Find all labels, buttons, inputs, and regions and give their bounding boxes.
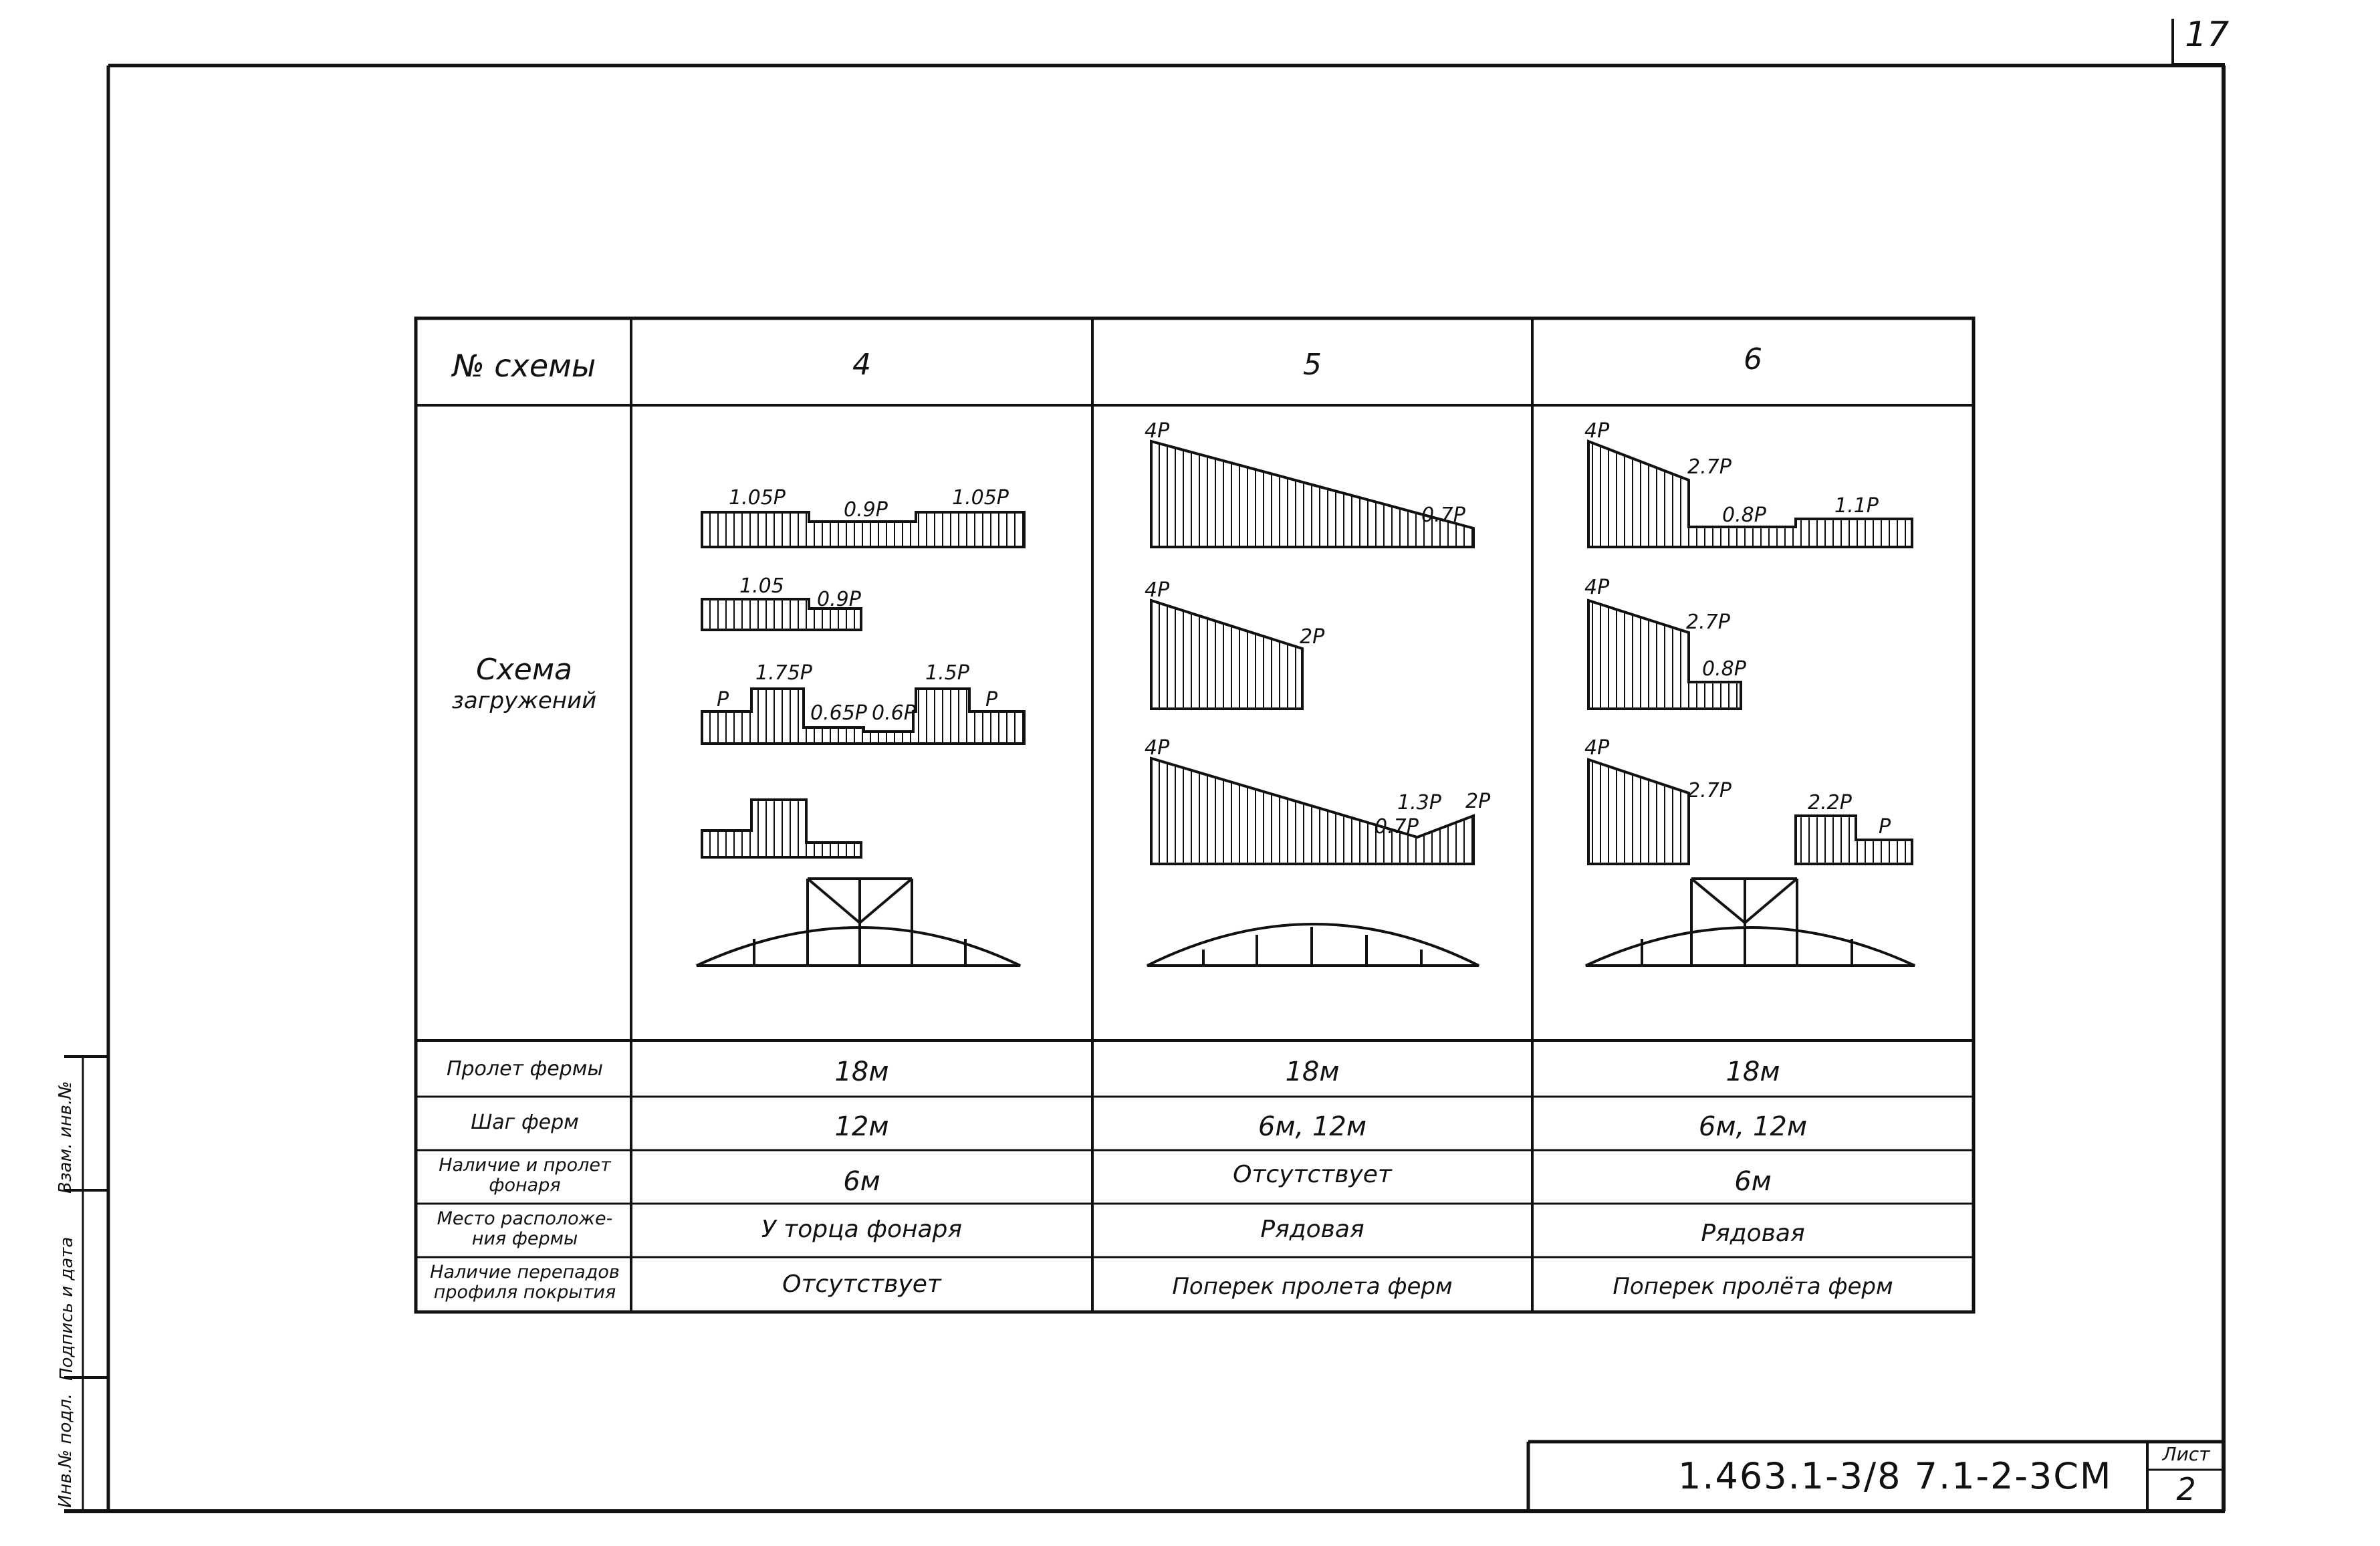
scheme-6-diagram-3 — [1587, 758, 1690, 865]
scheme-5-diagram-1 — [1150, 439, 1475, 548]
row-lantern-value-5: Отсутствует — [1233, 1161, 1392, 1188]
row-lantern-label-2: фонаря — [489, 1175, 561, 1196]
row-step-label: Шаг ферм — [471, 1111, 579, 1134]
scheme-6-labels: 4P 2.7P 0.8P 1.1P 4P 2.7P 0.8P 4P 2.7P 2… — [1584, 419, 1891, 839]
scheme-6-diagram-4 — [1794, 814, 1913, 865]
row-step-value-4: 12м — [834, 1111, 889, 1142]
s4-d3-0-65p-label: 0.65P — [810, 701, 868, 725]
row-drops-label-2: профиля покрытия — [433, 1282, 616, 1303]
row-step-value-6: 6м, 12м — [1698, 1111, 1808, 1142]
load-scheme-label-line1: Схема — [476, 653, 572, 687]
load-scheme-label-line2: загружений — [451, 687, 597, 714]
scheme-6-diagram-1 — [1587, 439, 1913, 548]
scheme-5-labels: 4P 0.7P 4P 2P 4P 1.3P 0.7P 2P — [1145, 419, 1491, 839]
scheme-4-diagrams — [701, 511, 1026, 859]
s5-d3-1-3p-label: 1.3P — [1397, 791, 1442, 814]
row-lantern-label-1: Наличие и пролет — [439, 1155, 611, 1176]
row-location-value-5: Рядовая — [1260, 1216, 1364, 1243]
page-number-divider — [2171, 19, 2174, 66]
s4-d3-1-5p-label: 1.5P — [925, 661, 970, 685]
s5-d1-4p-label: 4P — [1145, 419, 1170, 443]
row-span-value-4: 18м — [834, 1057, 889, 1087]
s4-d2-left-label: 1.05 — [739, 574, 784, 598]
row-span-label: Пролет фермы — [446, 1057, 604, 1081]
s4-d3-p-left-label: P — [717, 688, 729, 711]
s6-d1-4p-label: 4P — [1584, 419, 1610, 443]
header-scheme-5: 5 — [1303, 348, 1322, 382]
s5-d3-4p-label: 4P — [1145, 736, 1170, 760]
s6-d3-4p-label: 4P — [1584, 736, 1610, 760]
row-location-label-2: ния фермы — [471, 1228, 578, 1249]
sheet-number: 2 — [2176, 1471, 2196, 1507]
s4-d2-right-label: 0.9P — [817, 588, 862, 611]
s5-d3-0-7p-label: 0.7P — [1375, 815, 1419, 839]
scheme-5-diagrams — [1150, 439, 1475, 865]
row-location-value-4: У торца фонаря — [761, 1216, 963, 1243]
scheme-4-truss — [696, 877, 1021, 967]
s5-d2-4p-label: 4P — [1145, 578, 1170, 602]
row-location-label-1: Место расположе- — [437, 1208, 613, 1229]
scheme-4-diagram-3 — [701, 687, 1026, 745]
s6-d1-0-8p-label: 0.8P — [1722, 504, 1767, 527]
sheet-label: Лист — [2162, 1443, 2210, 1465]
header-scheme-6: 6 — [1744, 342, 1762, 376]
row-location-value-6: Рядовая — [1701, 1220, 1805, 1247]
scheme-5-diagram-3 — [1150, 756, 1475, 865]
s5-d2-2p-label: 2P — [1300, 625, 1325, 649]
page-number: 17 — [2185, 15, 2230, 55]
s6-d3-2-7p-label: 2.7P — [1687, 779, 1732, 802]
scheme-6-diagram-2 — [1587, 598, 1742, 710]
row-drops-value-4: Отсутствует — [782, 1271, 941, 1298]
scheme-4-diagram-4 — [701, 798, 862, 859]
s6-d3-2-2p-label: 2.2P — [1808, 791, 1853, 814]
row-span-value-6: 18м — [1726, 1057, 1780, 1087]
scheme-5-truss — [1147, 923, 1479, 967]
row-drops-value-6: Поперек пролёта ферм — [1613, 1273, 1893, 1300]
s6-d2-0-8p-label: 0.8P — [1702, 657, 1747, 681]
s6-d2-2-7p-label: 2.7P — [1686, 611, 1731, 634]
scheme-4-diagram-2 — [701, 598, 862, 631]
row-lantern-value-6: 6м — [1734, 1166, 1772, 1197]
row-lantern-value-4: 6м — [843, 1166, 880, 1197]
header-scheme-number-label: № схемы — [452, 348, 596, 384]
s4-d1-right-label: 1.05P — [952, 486, 1009, 510]
row-drops-value-5: Поперек пролета ферм — [1172, 1273, 1453, 1300]
scheme-4-diagram-1 — [701, 511, 1026, 548]
scheme-6-diagrams — [1587, 439, 1913, 865]
s4-d1-mid-label: 0.9P — [844, 498, 888, 522]
row-span-value-5: 18м — [1285, 1057, 1340, 1087]
s5-d1-0-7p-label: 0.7P — [1421, 504, 1466, 527]
document-code: 1.463.1-3/8 7.1-2-3СМ — [1678, 1455, 2113, 1497]
s4-d3-p-right-label: P — [985, 688, 998, 711]
s6-d1-2-7p-label: 2.7P — [1687, 455, 1732, 479]
header-scheme-4: 4 — [852, 348, 871, 382]
row-drops-label-1: Наличие перепадов — [430, 1262, 620, 1283]
s5-d3-2p-label: 2P — [1465, 790, 1491, 813]
scheme-6-truss — [1585, 877, 1915, 967]
s6-d2-4p-label: 4P — [1584, 576, 1610, 599]
s4-d1-left-label: 1.05P — [729, 486, 786, 510]
scheme-5-diagram-2 — [1150, 598, 1304, 710]
s4-d3-1-75p-label: 1.75P — [755, 661, 813, 685]
s6-d3-p-label: P — [1879, 815, 1891, 839]
row-step-value-5: 6м, 12м — [1258, 1111, 1367, 1142]
s6-d1-1-1p-label: 1.1P — [1834, 494, 1879, 518]
scheme-4-labels: 1.05P 0.9P 1.05P 1.05 0.9P P 1.75P 0.65P… — [717, 486, 1009, 725]
s4-d3-0-6p-label: 0.6P — [872, 701, 917, 725]
